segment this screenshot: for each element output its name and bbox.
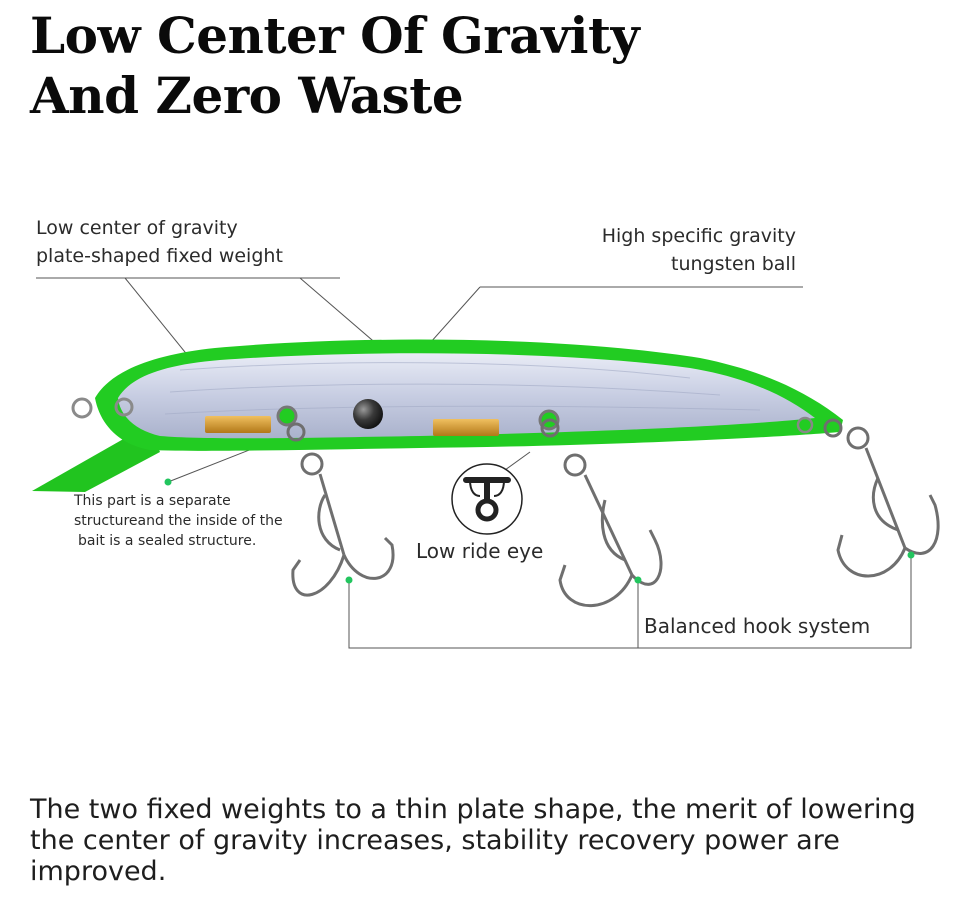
callout-tungsten-ball: High specific gravity tungsten ball — [520, 222, 796, 278]
hook-bracket — [348, 555, 912, 649]
plate-weight-rear — [433, 419, 499, 436]
low-ride-eye-icon — [451, 463, 523, 535]
belly-eye-front — [276, 405, 298, 427]
scale-texture — [164, 362, 761, 415]
callout-balanced-hooks: Balanced hook system — [644, 614, 871, 638]
hook-dot-2 — [634, 576, 642, 584]
callout-separate-line-2: structureand the inside of the — [74, 513, 283, 529]
hook-dot-1 — [345, 576, 353, 584]
plate-weight-front — [205, 416, 271, 433]
callout-plate-weight-line-1: Low center of gravity — [36, 217, 238, 239]
hook-front — [286, 422, 395, 597]
callout-tungsten-ball-line-1: High specific gravity — [601, 225, 796, 247]
callout-plate-weight: Low center of gravity plate-shaped fixed… — [36, 214, 283, 270]
title-line-1: Low Center Of Gravity — [30, 6, 640, 65]
callout-separate-line-1: This part is a separate — [74, 493, 231, 509]
callout-plate-weight-line-2: plate-shaped fixed weight — [36, 245, 283, 267]
marker-dots — [164, 478, 915, 584]
title-line-2: And Zero Waste — [30, 66, 464, 125]
leader-lines — [36, 277, 912, 649]
tail-eye — [796, 416, 814, 434]
lure-image — [32, 339, 843, 492]
page-title: Low Center Of Gravity And Zero Waste — [30, 6, 640, 126]
hook-rear — [823, 418, 940, 578]
hook-middle — [540, 418, 663, 608]
tungsten-ball — [353, 399, 383, 429]
hook-dot-3 — [907, 551, 915, 559]
nose-eye — [114, 397, 134, 417]
callout-low-ride-eye: Low ride eye — [416, 539, 544, 563]
callout-separate-structure: This part is a separate structureand the… — [74, 491, 283, 551]
footer-description: The two fixed weights to a thin plate sh… — [30, 794, 916, 887]
separate-dot — [164, 478, 172, 486]
line-tie-ring — [71, 397, 93, 419]
callout-tungsten-ball-line-2: tungsten ball — [671, 253, 796, 275]
callout-separate-line-3: bait is a sealed structure. — [78, 533, 257, 549]
